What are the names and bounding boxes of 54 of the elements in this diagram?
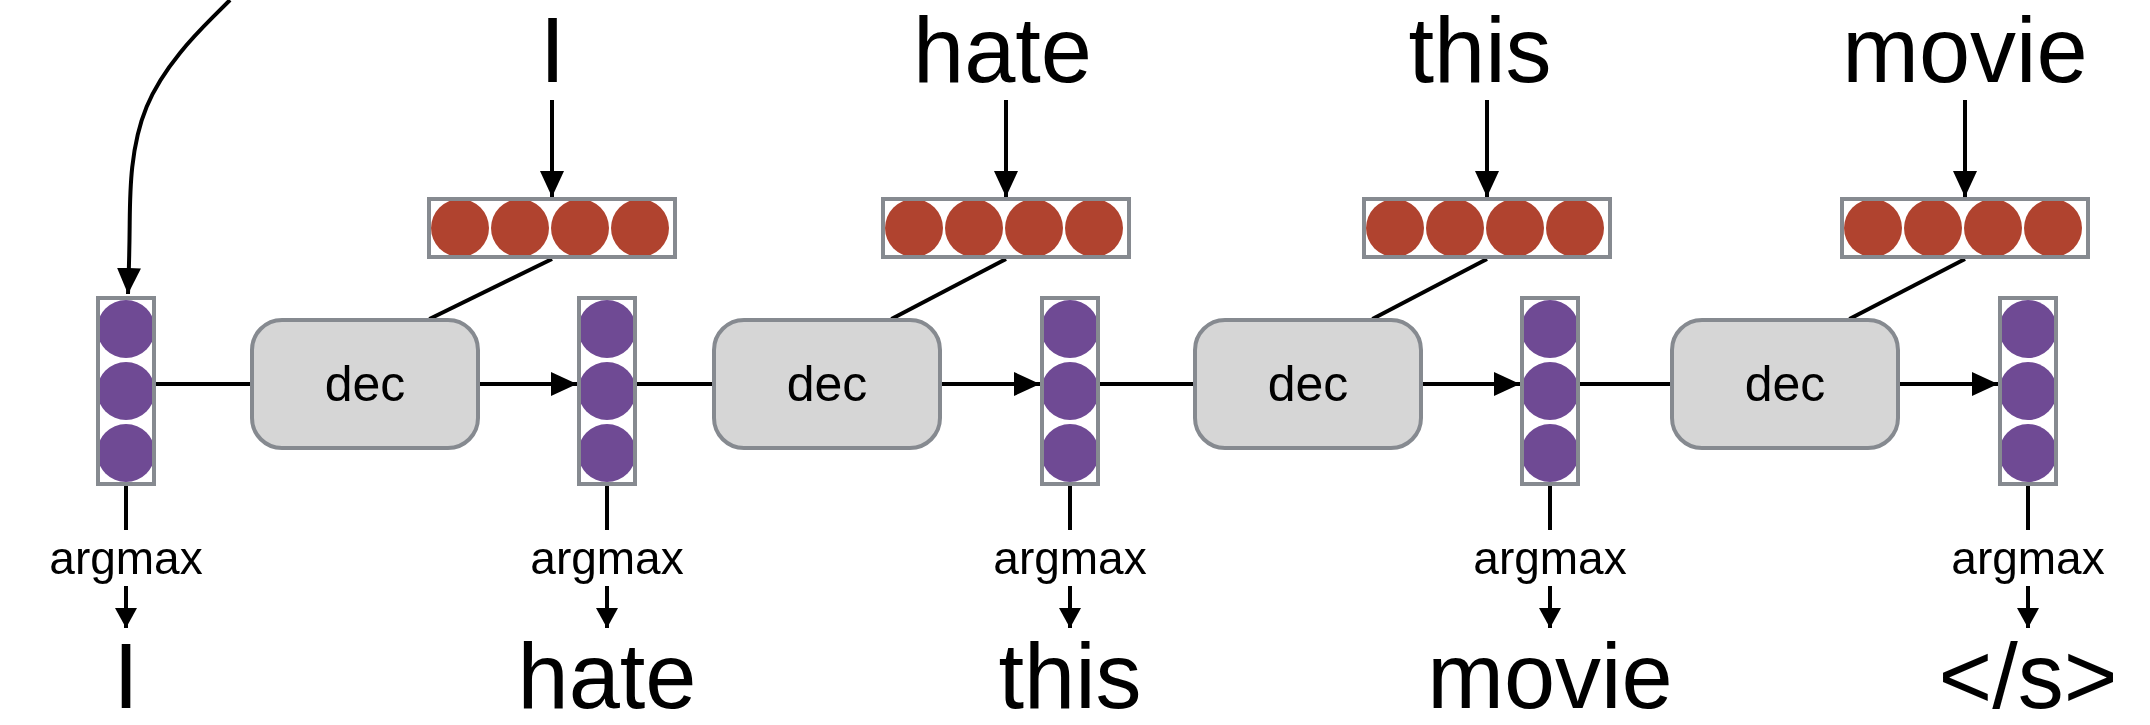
connector-line xyxy=(1100,382,1193,386)
decoder-box: dec xyxy=(1193,318,1423,450)
word-label: I xyxy=(86,628,166,724)
arrow xyxy=(2017,586,2039,628)
argmax-label: argmax xyxy=(26,530,226,586)
arrow xyxy=(115,586,137,628)
connector-line xyxy=(1068,486,1072,530)
word-label: hate xyxy=(890,0,1115,100)
word-label: movie xyxy=(1415,628,1685,724)
connector-line xyxy=(124,486,128,530)
arrow xyxy=(1953,100,1977,197)
arrow xyxy=(596,586,618,628)
embedding-vector xyxy=(1362,197,1612,259)
embedding-vector xyxy=(427,197,677,259)
connector-line xyxy=(890,257,1007,321)
hidden-state-vector xyxy=(1040,296,1100,486)
connector-line xyxy=(637,382,712,386)
arrow xyxy=(1059,586,1081,628)
arrow xyxy=(1423,372,1520,396)
word-label: movie xyxy=(1830,0,2100,100)
hidden-state-vector xyxy=(1520,296,1580,486)
hidden-state-vector xyxy=(577,296,637,486)
word-label: this xyxy=(975,628,1165,724)
connector-line xyxy=(1580,382,1670,386)
connector-line xyxy=(156,382,250,386)
decoder-box: dec xyxy=(712,318,942,450)
embedding-vector xyxy=(881,197,1131,259)
word-label: I xyxy=(500,0,605,100)
embedding-vector xyxy=(1840,197,2090,259)
hidden-state-vector xyxy=(1998,296,2058,486)
hidden-state-vector xyxy=(96,296,156,486)
arrow xyxy=(480,372,577,396)
arrow xyxy=(942,372,1040,396)
word-label: hate xyxy=(497,628,717,724)
connector-line xyxy=(605,486,609,530)
connector-line xyxy=(1548,486,1552,530)
connector-line xyxy=(1371,257,1488,321)
connector-line xyxy=(1848,257,1966,321)
arrow xyxy=(540,100,564,197)
connector-line xyxy=(428,257,553,321)
arrow xyxy=(1475,100,1499,197)
connector-line xyxy=(2026,486,2030,530)
decoder-box: dec xyxy=(1670,318,1900,450)
argmax-label: argmax xyxy=(970,530,1170,586)
argmax-label: argmax xyxy=(1450,530,1650,586)
word-label: this xyxy=(1385,0,1575,100)
arrow xyxy=(994,100,1018,197)
decoder-box: dec xyxy=(250,318,480,450)
argmax-label: argmax xyxy=(507,530,707,586)
arrow xyxy=(1900,372,1998,396)
argmax-label: argmax xyxy=(1928,530,2128,586)
arrow xyxy=(1539,586,1561,628)
curved-arrow xyxy=(116,0,232,295)
word-label: </s> xyxy=(1913,628,2143,724)
